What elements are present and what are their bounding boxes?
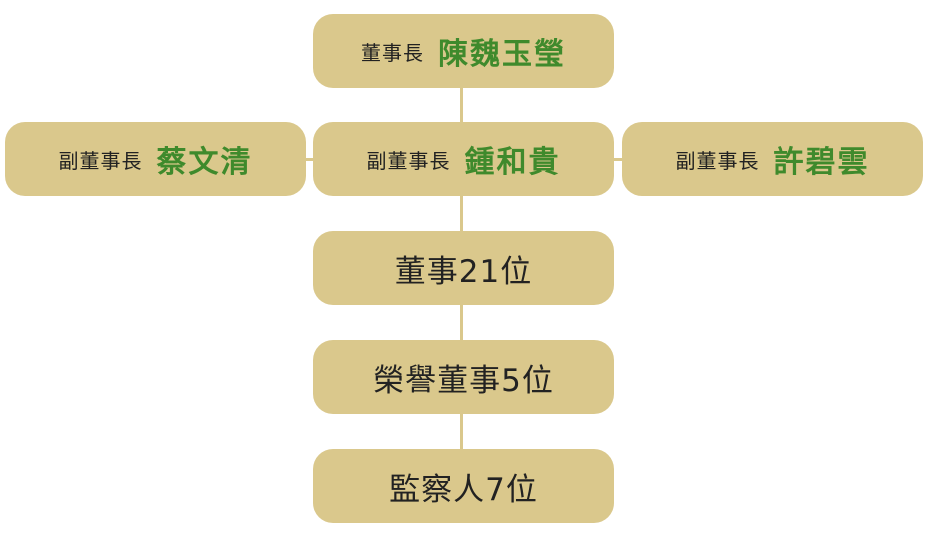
connector-vice-left	[304, 158, 316, 161]
connector-honorary-to-supervisors	[460, 411, 463, 453]
vice-chairman-name: 鍾和貴	[464, 145, 561, 180]
vice-chairman-box-right: 副董事長 許碧雲	[622, 122, 923, 196]
directors-box: 董事21位	[313, 231, 614, 305]
vice-chairman-role: 副董事長	[675, 148, 760, 173]
connector-vice-to-directors	[460, 193, 463, 235]
directors-label: 董事21位	[394, 253, 533, 290]
connector-chair-to-vice	[460, 86, 463, 126]
vice-chairman-box-left: 副董事長 蔡文清	[5, 122, 306, 196]
supervisors-label: 監察人7位	[389, 471, 538, 508]
vice-chairman-name: 許碧雲	[773, 145, 870, 180]
connector-directors-to-honorary	[460, 302, 463, 344]
connector-vice-right	[612, 158, 624, 161]
vice-chairman-box-center: 副董事長 鍾和貴	[313, 122, 614, 196]
supervisors-box: 監察人7位	[313, 449, 614, 523]
vice-chairman-name: 蔡文清	[156, 145, 253, 180]
honorary-directors-box: 榮譽董事5位	[313, 340, 614, 414]
vice-chairman-role: 副董事長	[366, 148, 451, 173]
chairman-role: 董事長	[361, 40, 424, 65]
honorary-directors-label: 榮譽董事5位	[373, 362, 554, 399]
chairman-box: 董事長 陳魏玉瑩	[313, 14, 614, 88]
chairman-name: 陳魏玉瑩	[438, 37, 566, 72]
vice-chairman-role: 副董事長	[58, 148, 143, 173]
